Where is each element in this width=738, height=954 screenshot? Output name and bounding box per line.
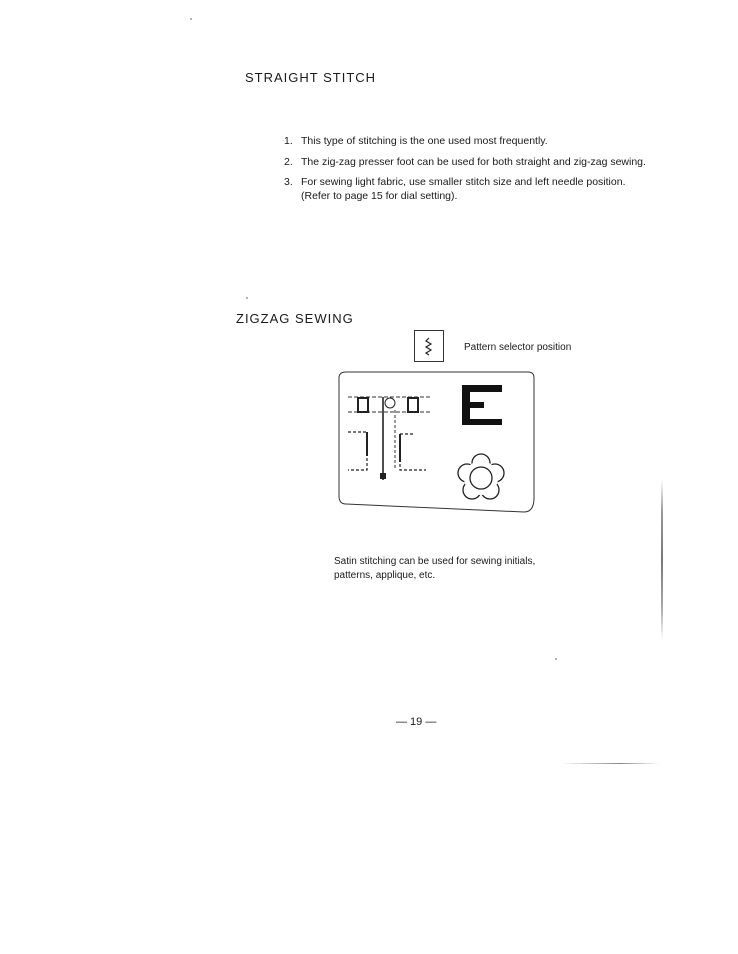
item-number: 3.: [284, 176, 293, 188]
satin-caption-line-1: Satin stitching can be used for sewing i…: [334, 556, 536, 567]
zigzag-pattern-icon: [424, 337, 433, 356]
item-text: For sewing light fabric, use smaller sti…: [301, 176, 626, 188]
straight-stitch-item-1: 1. This type of stitching is the one use…: [284, 134, 664, 150]
scan-speck: [246, 297, 248, 299]
straight-stitch-item-2: 2. The zig-zag presser foot can be used …: [284, 155, 664, 171]
item-number: 2.: [284, 156, 293, 168]
illustration-frame: [338, 371, 535, 513]
straight-stitch-item-3: 3. For sewing light fabric, use smaller …: [284, 175, 664, 207]
zigzag-illustration: [338, 371, 535, 513]
scan-bottom-mark: [560, 763, 660, 764]
scan-speck: [555, 658, 557, 660]
scan-speck: [190, 18, 192, 20]
scan-edge-mark: [661, 480, 663, 640]
item-text-continued: (Refer to page 15 for dial setting).: [301, 190, 458, 202]
pattern-selector-label: Pattern selector position: [464, 342, 572, 353]
page-number: — 19 —: [396, 716, 437, 728]
satin-caption-line-2: patterns, applique, etc.: [334, 570, 436, 581]
item-number: 1.: [284, 135, 293, 147]
item-text: This type of stitching is the one used m…: [301, 135, 548, 147]
flower-applique: [457, 453, 505, 500]
item-text: The zig-zag presser foot can be used for…: [301, 156, 646, 168]
pattern-selector-box: [414, 330, 444, 362]
zigzag-sewing-title: ZIGZAG SEWING: [236, 311, 354, 326]
straight-stitch-title: STRAIGHT STITCH: [245, 70, 377, 85]
